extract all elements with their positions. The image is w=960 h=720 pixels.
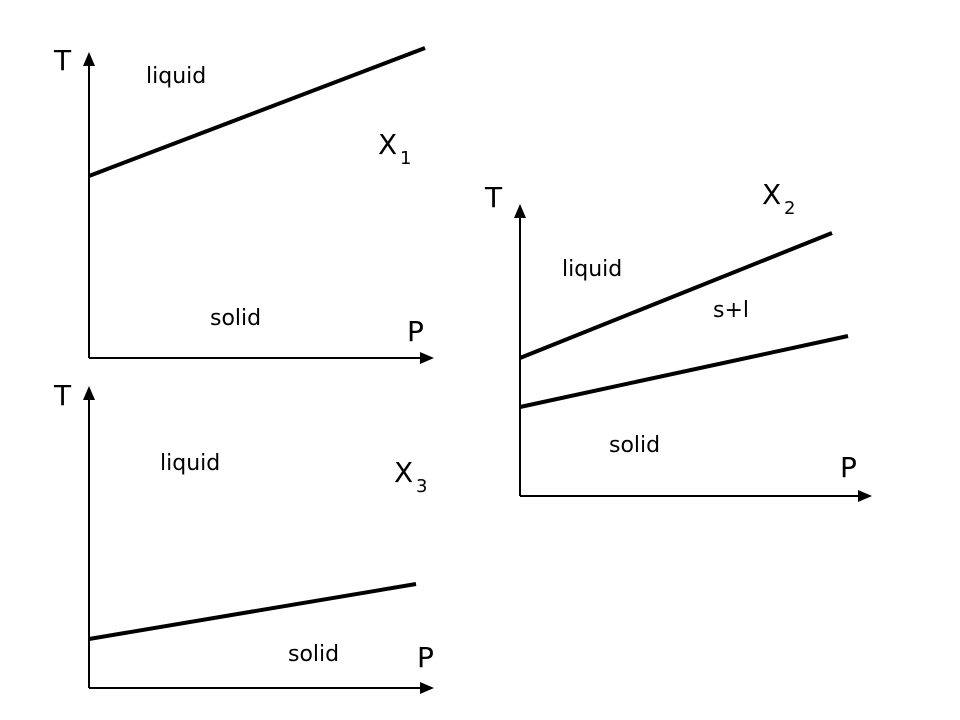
x2-composition-label: X 2 [762,178,795,219]
x3-composition-sub: 3 [416,476,427,497]
x1-y-axis-label: T [53,44,72,77]
x3-x-axis-arrow [420,682,434,694]
x1-composition-sub: 1 [400,148,411,169]
x3-y-axis-arrow [83,386,95,400]
x2-liquid-label: liquid [562,257,622,282]
x1-y-axis-arrow [83,52,95,66]
x2-y-axis-label: T [484,181,503,214]
x2-x-axis-label: P [840,451,857,484]
x2-composition-main: X [762,178,781,211]
x2-solid-liquid-label: s+l [713,298,749,323]
x2-liquidus-line [519,231,833,360]
x3-x-axis-label: P [417,641,434,674]
x3-solid-label: solid [288,642,339,667]
x1-composition-main: X [378,128,397,161]
diagram-x2: T P liquid s+l solid X 2 [484,178,872,502]
x3-y-axis-label: T [53,379,72,412]
x2-solid-label: solid [609,433,660,458]
x1-composition-label: X 1 [378,128,411,169]
x2-x-axis-arrow [858,490,872,502]
x3-composition-main: X [394,456,413,489]
x2-y-axis-arrow [514,204,526,218]
x1-liquid-label: liquid [146,64,206,89]
x1-x-axis-label: P [407,315,424,348]
x3-composition-label: X 3 [394,456,427,497]
diagram-x1: T P liquid solid X 1 [53,44,434,364]
x2-solidus-line [519,334,849,409]
x1-x-axis-arrow [420,352,434,364]
x3-solidus-liquidus-line [88,582,417,641]
x2-composition-sub: 2 [784,198,795,219]
x1-solidus-liquidus-line [88,46,426,178]
x3-liquid-label: liquid [160,451,220,476]
diagram-x3: T P liquid solid X 3 [53,379,434,694]
x1-solid-label: solid [210,306,261,331]
